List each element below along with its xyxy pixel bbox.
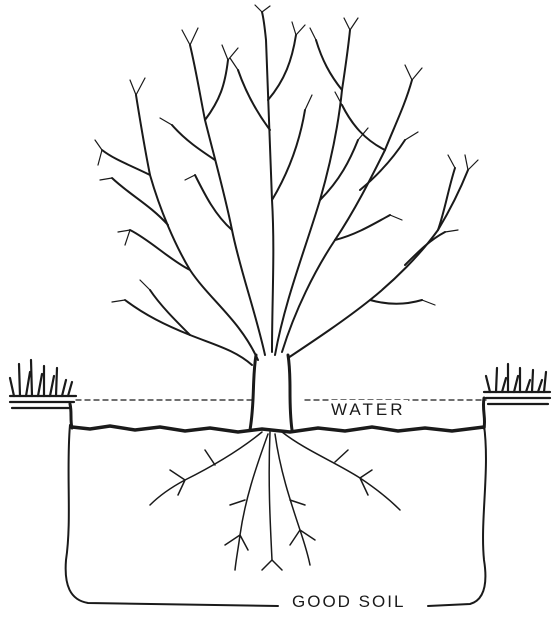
good-soil-label: GOOD SOIL — [292, 592, 405, 612]
tree-branches — [102, 12, 468, 365]
tree-roots — [150, 432, 400, 570]
water-label: WATER — [329, 400, 408, 420]
grass-left — [10, 360, 76, 428]
tree-twigs — [95, 5, 478, 305]
ground-surface-line — [72, 426, 484, 432]
grass-right — [483, 364, 550, 428]
planting-pit-outline — [66, 425, 486, 606]
tree-trunk — [250, 355, 292, 430]
